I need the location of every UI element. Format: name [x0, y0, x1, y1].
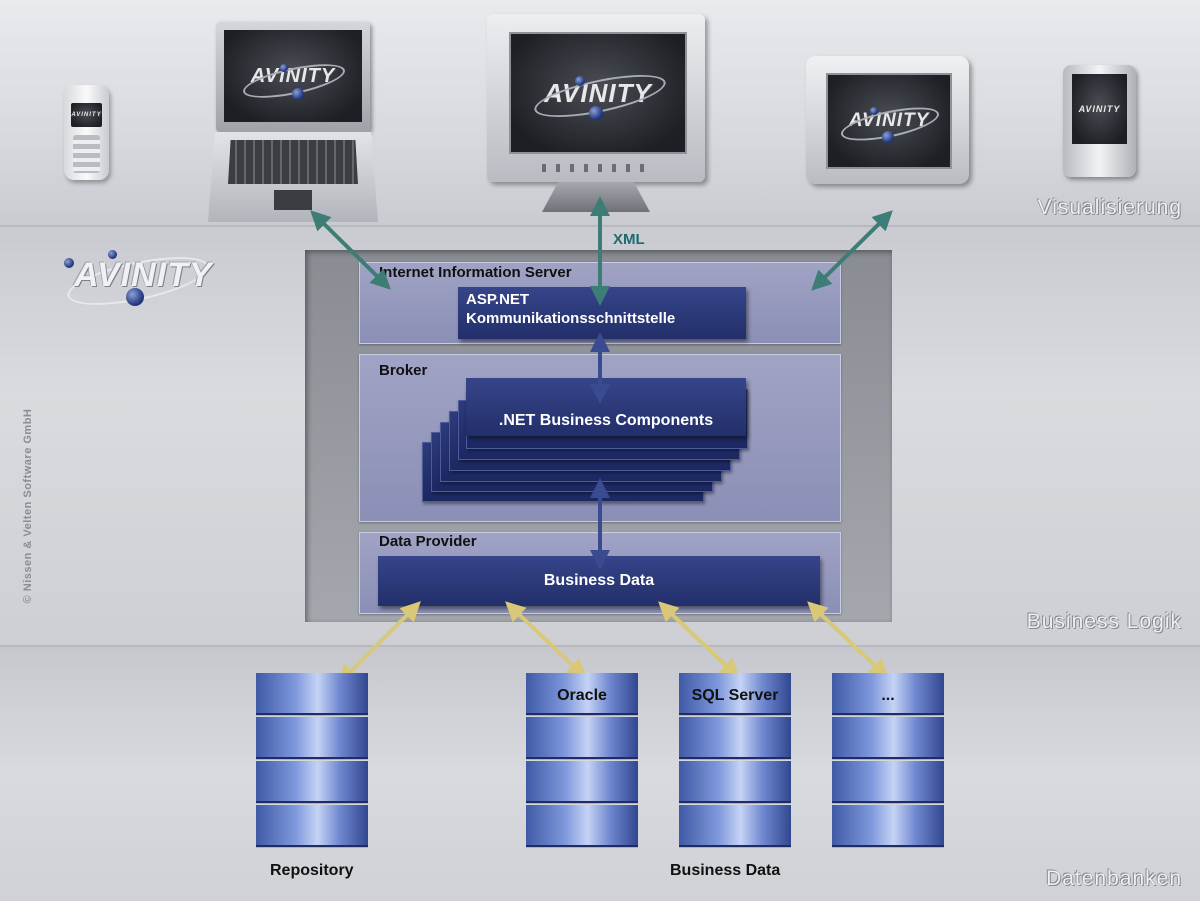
logo-dot: [126, 288, 144, 306]
logo-dot: [108, 250, 117, 259]
pda-screen: AVINITY: [1072, 74, 1127, 144]
broker-panel-title: Broker: [379, 362, 428, 379]
logo-dot: [280, 64, 288, 72]
desktop-monitor-icon: AVINITY: [487, 14, 705, 212]
database-disk: [256, 717, 368, 759]
monitor-stand: [542, 182, 650, 212]
business-components-label: .NET Business Components: [498, 412, 714, 429]
database-icon: [679, 673, 791, 849]
copyright-note: © Nissen & Velten Software GmbH: [22, 408, 34, 604]
laptop-base: [208, 132, 378, 222]
business-components-box: .NET Business Components: [466, 378, 746, 436]
more-databases-label: ...: [881, 687, 895, 704]
data-provider-panel-title: Data Provider: [379, 533, 477, 550]
database-disk: [526, 717, 638, 759]
logo-text: AVINITY: [250, 64, 336, 87]
business-logic-tier-label: Business Logik: [1026, 610, 1182, 633]
repository-label: Repository: [270, 862, 354, 879]
communication-interface-label: Kommunikationsschnittstelle: [466, 310, 676, 327]
tablet-screen: AVINITY: [826, 73, 952, 169]
asp-net-interface-box: ASP.NET Kommunikationsschnittstelle: [458, 287, 746, 339]
logo-dot: [870, 107, 878, 115]
logo-dot: [882, 131, 894, 143]
database-disk: [832, 673, 944, 715]
business-data-databases-label: Business Data: [670, 862, 781, 879]
logo-text: AVINITY: [848, 110, 930, 131]
database-disk: [256, 673, 368, 715]
brand-logo: AVINITY: [63, 244, 234, 315]
logo-dot: [292, 88, 304, 100]
logo-text: AVINITY: [544, 77, 652, 108]
monitor-body: AVINITY: [487, 14, 705, 182]
database-disk: [832, 805, 944, 847]
logo-dot: [575, 76, 585, 86]
oracle-db-label: Oracle: [557, 687, 607, 704]
laptop-icon: AVINITY: [208, 22, 378, 222]
database-disk: [679, 673, 791, 715]
xml-connector-label: XML: [613, 231, 645, 248]
monitor-buttons: [542, 164, 652, 172]
database-disk: [832, 761, 944, 803]
business-data-label: Business Data: [543, 572, 655, 589]
visualisation-tier-label: Visualisierung: [1037, 196, 1182, 219]
asp-net-label: ASP.NET: [466, 291, 530, 308]
database-disk: [679, 761, 791, 803]
phone-keypad: [73, 135, 100, 173]
logo-text: AVINITY: [74, 256, 213, 294]
logo-text: AVINITY: [71, 112, 102, 118]
logo-dot: [64, 258, 74, 268]
database-disk: [526, 761, 638, 803]
laptop-screen: AVINITY: [224, 30, 362, 122]
database-disk: [256, 805, 368, 847]
monitor-screen: AVINITY: [509, 32, 687, 154]
database-icon: [256, 673, 368, 849]
phone-screen: AVINITY: [71, 103, 102, 127]
tablet-icon: AVINITY: [806, 56, 969, 184]
database-disk: [526, 805, 638, 847]
business-data-box: Business Data: [378, 556, 820, 606]
iis-panel-title: Internet Information Server: [379, 264, 572, 281]
database-disk: [526, 673, 638, 715]
database-icon: [832, 673, 944, 849]
database-disk: [679, 717, 791, 759]
pda-icon: AVINITY: [1063, 65, 1136, 177]
laptop-lid: AVINITY: [216, 22, 370, 132]
logo-dot: [589, 106, 603, 120]
laptop-keyboard: [228, 140, 358, 184]
database-tier-label: Datenbanken: [1046, 867, 1182, 890]
database-disk: [679, 805, 791, 847]
sql-server-db-label: SQL Server: [691, 687, 779, 704]
logo-text: AVINITY: [1078, 104, 1121, 114]
database-icon: [526, 673, 638, 849]
laptop-touchpad: [274, 190, 312, 210]
database-disk: [832, 717, 944, 759]
database-disk: [256, 761, 368, 803]
mobile-phone-icon: AVINITY: [64, 85, 109, 180]
